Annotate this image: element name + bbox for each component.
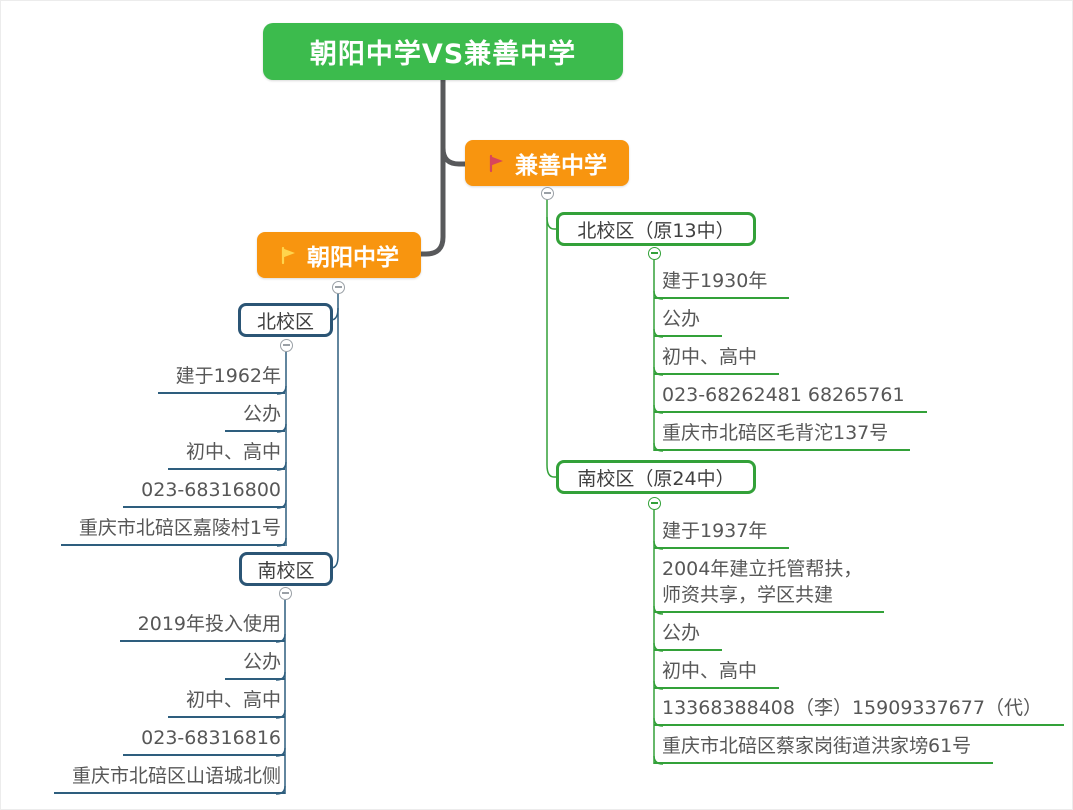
campus-node-chaoyang-south[interactable]: 南校区 <box>239 552 333 586</box>
root-node[interactable]: 朝阳中学VS兼善中学 <box>263 23 623 80</box>
fact-node[interactable]: 建于1962年 <box>157 363 285 394</box>
collapse-icon[interactable] <box>331 280 345 294</box>
fact-node[interactable]: 重庆市北碚区嘉陵村1号 <box>60 515 285 546</box>
fact-node[interactable]: 初中、高中 <box>167 687 285 718</box>
fact-node[interactable]: 023-68316800 <box>123 477 285 508</box>
fact-node[interactable]: 13368388408（李）15909337677（代） <box>654 695 1064 726</box>
red-flag-icon <box>489 154 503 172</box>
fact-node[interactable]: 建于1930年 <box>654 268 790 299</box>
fact-node[interactable]: 公办 <box>224 401 285 432</box>
campus-label: 南校区 <box>257 559 315 582</box>
branch-node-label: 兼善中学 <box>515 153 607 179</box>
fact-node[interactable]: 初中、高中 <box>167 439 285 470</box>
fact-node[interactable]: 2019年投入使用 <box>119 611 285 642</box>
collapse-icon[interactable] <box>278 586 292 600</box>
fact-node[interactable]: 023-68262481 68265761 <box>654 382 927 413</box>
fact-node[interactable]: 2004年建立托管帮扶， 师资共享，学区共建 <box>654 556 885 613</box>
fact-node[interactable]: 重庆市北碚区蔡家岗街道洪家塝61号 <box>654 733 994 764</box>
fact-node[interactable]: 公办 <box>654 306 723 337</box>
campus-label: 北校区 <box>256 310 314 333</box>
campus-label: 北校区（原13中） <box>577 219 735 242</box>
fact-node[interactable]: 初中、高中 <box>654 658 780 689</box>
yellow-flag-icon <box>281 246 295 264</box>
fact-node[interactable]: 建于1937年 <box>654 518 790 549</box>
fact-node[interactable]: 公办 <box>224 649 285 680</box>
branch-node-chaoyang[interactable]: 朝阳中学 <box>257 232 421 278</box>
fact-node[interactable]: 公办 <box>654 620 723 651</box>
collapse-icon[interactable] <box>647 246 661 260</box>
collapse-icon[interactable] <box>647 496 661 510</box>
branch-node-jianshan[interactable]: 兼善中学 <box>465 140 629 186</box>
campus-label: 南校区（原24中） <box>577 467 735 490</box>
fact-node[interactable]: 初中、高中 <box>654 344 780 375</box>
campus-node-jianshan-north[interactable]: 北校区（原13中） <box>556 212 756 246</box>
fact-node[interactable]: 023-68316816 <box>123 725 285 756</box>
root-node-label: 朝阳中学VS兼善中学 <box>309 39 577 70</box>
fact-node[interactable]: 重庆市北碚区毛背沱137号 <box>654 420 911 451</box>
campus-node-jianshan-south[interactable]: 南校区（原24中） <box>556 460 756 494</box>
campus-node-chaoyang-north[interactable]: 北校区 <box>238 303 333 337</box>
collapse-icon[interactable] <box>540 186 554 200</box>
fact-node[interactable]: 重庆市北碚区山语城北侧 <box>53 763 285 794</box>
branch-node-label: 朝阳中学 <box>307 245 399 271</box>
collapse-icon[interactable] <box>279 338 293 352</box>
